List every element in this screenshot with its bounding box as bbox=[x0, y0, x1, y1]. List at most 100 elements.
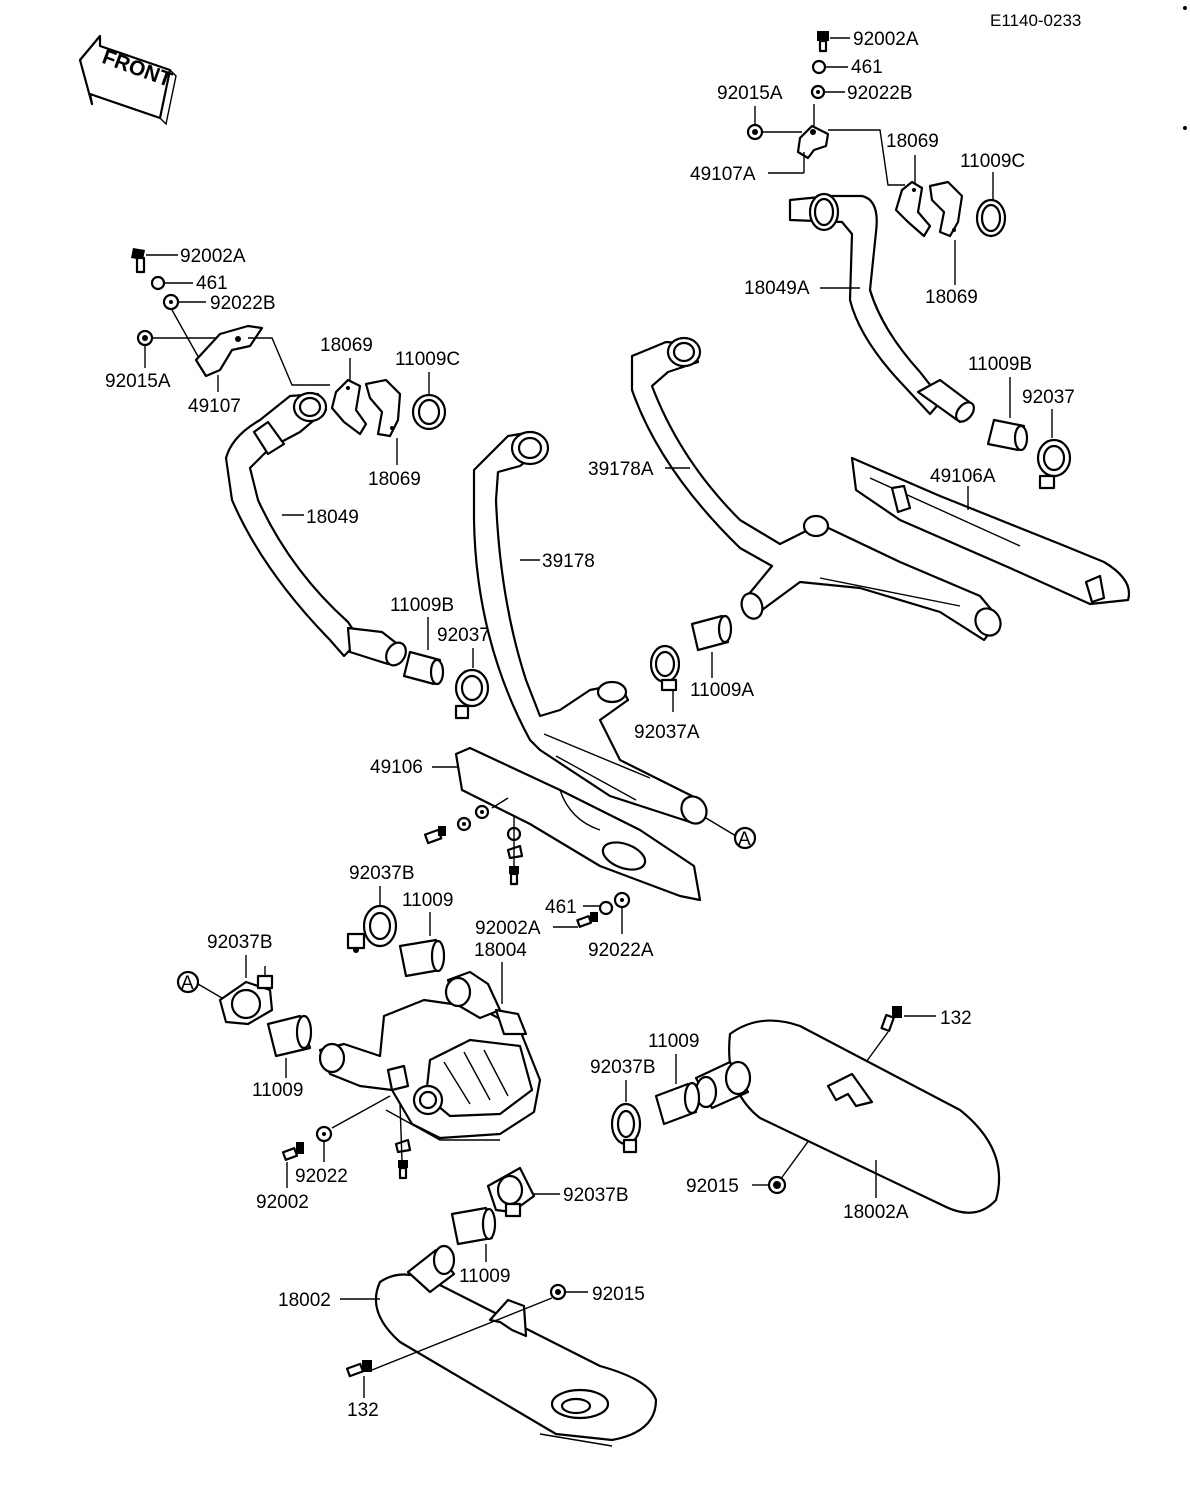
heat-shield-49106A bbox=[850, 456, 1131, 606]
label-18049: 18049 bbox=[306, 507, 359, 528]
label-461-left: 461 bbox=[196, 273, 228, 294]
gasket-18069-top bbox=[894, 180, 964, 238]
diagram-code: E1140-0233 bbox=[990, 11, 1081, 30]
label-92002A-top: 92002A bbox=[853, 29, 919, 50]
label-18069-top-1: 18069 bbox=[886, 131, 939, 152]
label-92002: 92002 bbox=[256, 1192, 309, 1213]
ring-11009-4 bbox=[450, 1206, 497, 1246]
label-92015A-left: 92015A bbox=[105, 371, 171, 392]
label-18069-top-2: 18069 bbox=[925, 287, 978, 308]
label-132-lower: 132 bbox=[347, 1400, 379, 1421]
bolt-49106-2 bbox=[509, 866, 519, 886]
clip-18004 bbox=[394, 1138, 412, 1154]
label-132-upper: 132 bbox=[940, 1008, 972, 1029]
label-18069-left-1: 18069 bbox=[320, 335, 373, 356]
label-49107: 49107 bbox=[188, 396, 241, 417]
label-92037A: 92037A bbox=[634, 722, 700, 743]
label-92037B-3: 92037B bbox=[590, 1057, 656, 1078]
label-92022B-left: 92022B bbox=[210, 293, 276, 314]
label-92002A-mid: 92002A bbox=[475, 918, 541, 939]
muffler-18002A bbox=[694, 1019, 1001, 1214]
label-11009-2: 11009 bbox=[252, 1080, 303, 1101]
bolt-132-lower bbox=[345, 1360, 372, 1378]
label-49106: 49106 bbox=[370, 757, 423, 778]
label-49107A: 49107A bbox=[690, 164, 756, 185]
ring-11009B-left bbox=[402, 650, 445, 686]
nut-92015-1 bbox=[767, 1175, 787, 1195]
washer-49106-1 bbox=[456, 816, 472, 832]
collector-18004 bbox=[318, 970, 542, 1141]
clamp-92037A bbox=[649, 644, 681, 692]
ring-11009B-top bbox=[986, 418, 1029, 452]
clamp-92037B-3 bbox=[610, 1102, 642, 1154]
label-11009-3: 11009 bbox=[648, 1031, 699, 1052]
bolt-18004-lower bbox=[398, 1160, 408, 1180]
edge-mark bbox=[1183, 6, 1187, 10]
gasket-11009C-left bbox=[411, 393, 447, 431]
bolt-92002A-mid bbox=[576, 912, 598, 928]
clamp-92037B-1 bbox=[346, 904, 398, 953]
bolt-92002A-left bbox=[131, 248, 146, 274]
ring-11009A bbox=[690, 614, 733, 652]
bolt-92002 bbox=[281, 1142, 304, 1161]
washer-461-top bbox=[811, 59, 827, 75]
bolt-49106-1 bbox=[423, 826, 446, 845]
label-92015-2: 92015 bbox=[592, 1284, 645, 1305]
bracket-49107A bbox=[796, 124, 830, 160]
label-18002: 18002 bbox=[278, 1290, 331, 1311]
mark-A-1: A bbox=[738, 829, 751, 850]
label-92022B-top: 92022B bbox=[847, 83, 913, 104]
label-461-mid: 461 bbox=[545, 897, 577, 918]
label-92037-top: 92037 bbox=[1022, 387, 1075, 408]
label-18002A: 18002A bbox=[843, 1202, 909, 1223]
label-18069-left-2: 18069 bbox=[368, 469, 421, 490]
label-92002A-left: 92002A bbox=[180, 246, 246, 267]
heat-shield-49106 bbox=[454, 746, 702, 902]
washer-461-left bbox=[150, 275, 166, 291]
ring-11009-3 bbox=[654, 1081, 701, 1126]
ring-11009-2 bbox=[266, 1014, 313, 1058]
nut-92015-2 bbox=[549, 1283, 567, 1301]
label-11009A: 11009A bbox=[690, 680, 754, 701]
label-92015A-top: 92015A bbox=[717, 83, 783, 104]
label-11009-4: 11009 bbox=[459, 1266, 510, 1287]
label-11009C-left: 11009C bbox=[395, 349, 460, 370]
label-11009-1: 11009 bbox=[402, 890, 453, 911]
label-92037-left: 92037 bbox=[437, 625, 490, 646]
label-11009B-left: 11009B bbox=[390, 595, 454, 616]
label-39178A: 39178A bbox=[588, 459, 654, 480]
label-92022A: 92022A bbox=[588, 940, 654, 961]
edge-mark bbox=[1183, 126, 1187, 130]
washer-92022B-left bbox=[162, 293, 180, 311]
reference-mark-A-1 bbox=[733, 826, 757, 850]
washer-49106-2 bbox=[474, 804, 490, 820]
washer-461-mid bbox=[598, 900, 614, 916]
bracket-49107 bbox=[194, 324, 264, 378]
label-461-top: 461 bbox=[851, 57, 883, 78]
label-92037B-4: 92037B bbox=[563, 1185, 629, 1206]
label-49106A: 49106A bbox=[930, 466, 996, 487]
clamp-92037B-4 bbox=[486, 1166, 536, 1218]
bolt-132-upper bbox=[880, 1006, 902, 1032]
label-92037B-2: 92037B bbox=[207, 932, 273, 953]
exhaust-pipe-39178A bbox=[630, 336, 1002, 642]
muffler-18002 bbox=[374, 1244, 658, 1447]
clamp-92037-top bbox=[1036, 438, 1072, 490]
label-18049A: 18049A bbox=[744, 278, 810, 299]
reference-mark-A-2 bbox=[176, 970, 200, 994]
label-92037B-1: 92037B bbox=[349, 863, 415, 884]
clamp-92037-left bbox=[454, 668, 490, 720]
label-92022: 92022 bbox=[295, 1166, 348, 1187]
clip-49106 bbox=[506, 844, 524, 860]
gasket-18069-left bbox=[330, 378, 402, 438]
label-18004: 18004 bbox=[474, 940, 527, 961]
bolt-92002A-top bbox=[817, 31, 829, 53]
label-92015-1: 92015 bbox=[686, 1176, 739, 1197]
label-11009B-top: 11009B bbox=[968, 354, 1032, 375]
exhaust-pipe-18049 bbox=[224, 391, 407, 667]
label-39178: 39178 bbox=[542, 551, 595, 572]
washer-92022B-top bbox=[810, 84, 826, 100]
nut-92015A-left bbox=[136, 329, 154, 347]
washer-92022 bbox=[315, 1125, 333, 1143]
